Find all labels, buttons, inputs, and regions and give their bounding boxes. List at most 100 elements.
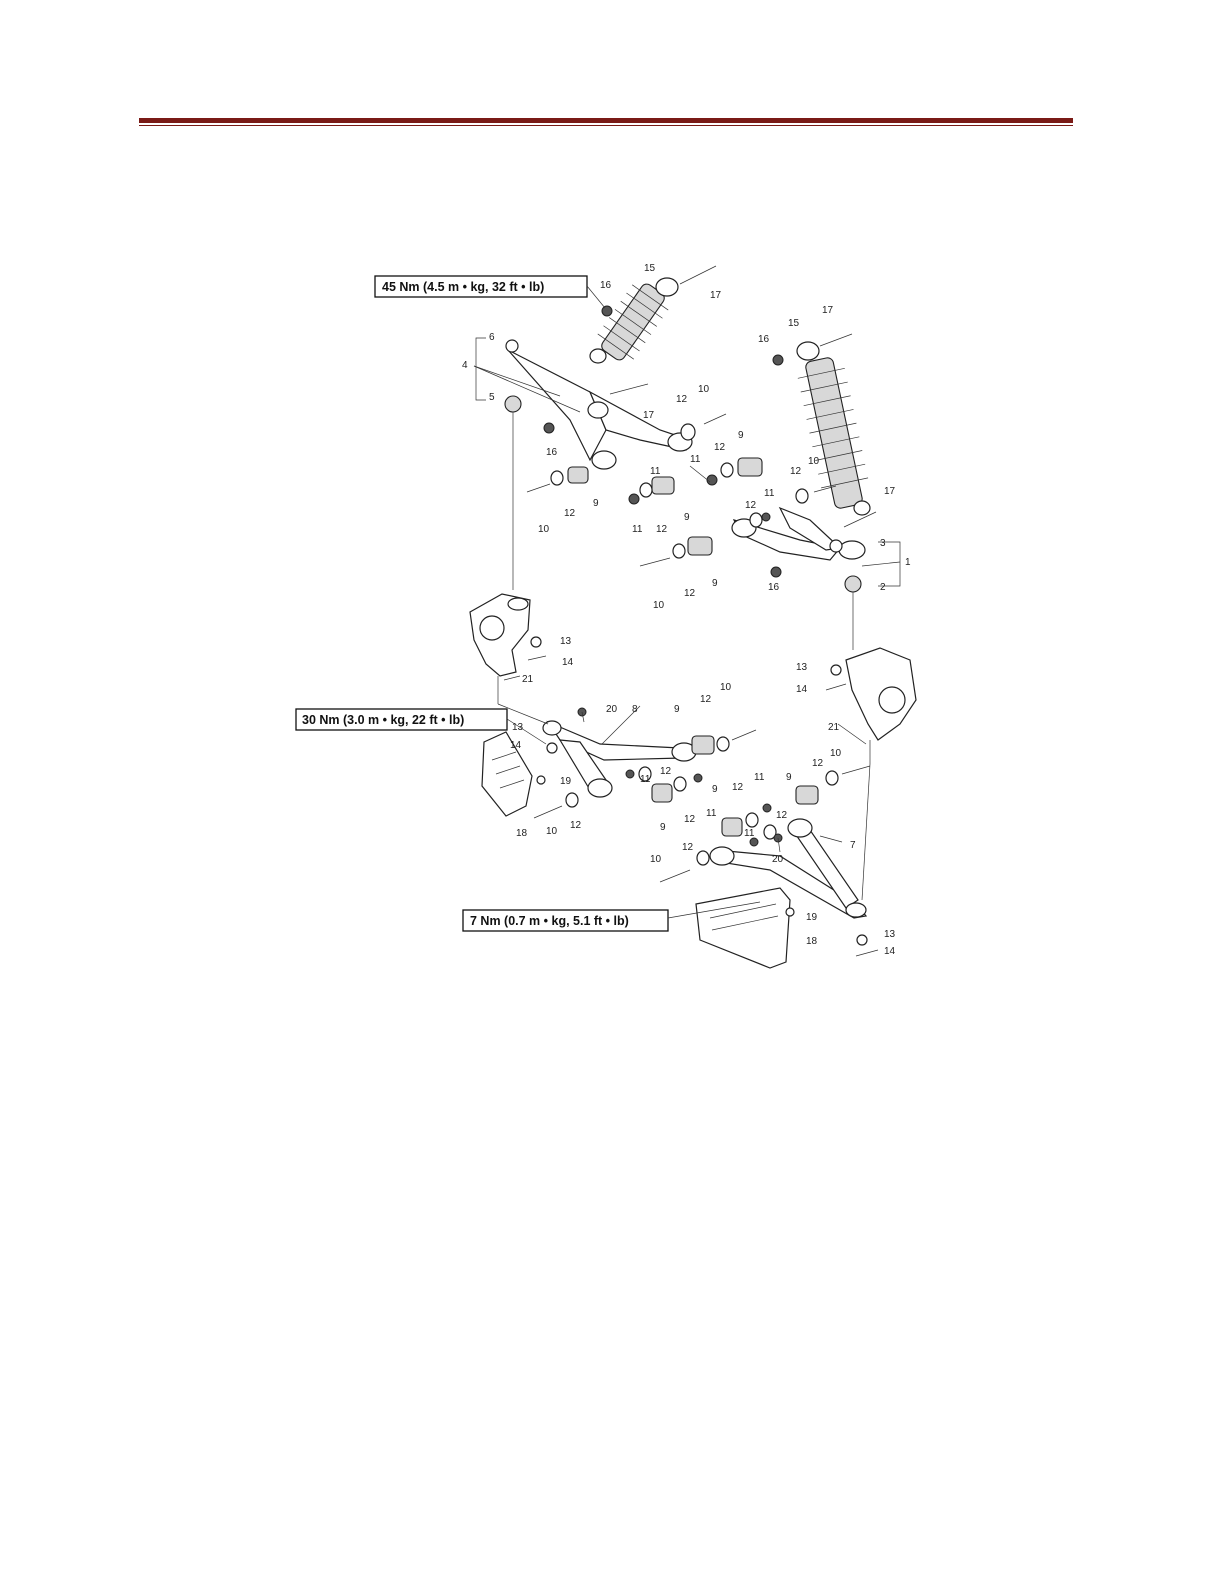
callout-10d: 10 [653,600,665,611]
callout-12h: 12 [700,694,712,705]
callout-10b: 10 [538,524,550,535]
torque-spec-middle: 30 Nm (3.0 m • kg, 22 ft • lb) [296,709,507,730]
callout-13d: 13 [884,929,896,940]
right-shock-absorber [797,342,870,515]
callout-12i: 12 [660,766,672,777]
callout-19a: 19 [560,776,572,787]
callout-13b: 13 [796,662,808,673]
callout-11a: 11 [650,466,661,477]
callout-14b: 14 [796,684,808,695]
callout-11h: 11 [744,828,755,839]
callout-3: 3 [880,538,886,549]
svg-text:30 Nm (3.0 m • kg, 22 ft • lb): 30 Nm (3.0 m • kg, 22 ft • lb) [302,713,464,727]
torque-spec-lower: 7 Nm (0.7 m • kg, 5.1 ft • lb) [463,910,668,931]
right-shock-bolt-17 [820,334,852,346]
callout-16c: 16 [758,334,770,345]
callout-12d: 12 [656,524,668,535]
callout-9h: 9 [786,772,792,783]
callout-10f: 10 [546,826,558,837]
left-upper-ball-joint-5 [505,396,521,430]
callout-11e: 11 [640,774,651,785]
callout-11b: 11 [690,454,701,465]
callout-20b: 20 [772,854,784,865]
left-upper-circlip-6 [506,340,518,352]
callout-17: 17 [710,290,722,301]
callout-11f: 11 [706,808,717,819]
callout-12f: 12 [745,500,757,511]
svg-text:45 Nm (4.5 m • kg, 32 ft • lb): 45 Nm (4.5 m • kg, 32 ft • lb) [382,280,544,294]
left-skid-plate-bolt-19 [537,776,545,784]
svg-text:7 Nm (0.7 m • kg, 5.1 ft • lb): 7 Nm (0.7 m • kg, 5.1 ft • lb) [470,914,629,928]
callout-1: 1 [905,557,911,568]
left-shock-nut-16 [602,306,612,316]
left-upper-a-arm [508,350,692,469]
callout-16d: 16 [768,582,780,593]
callout-12a: 12 [676,394,688,405]
right-upper-circlip-3 [830,540,842,552]
callout-15b: 15 [788,318,800,329]
callout-12o: 12 [682,842,694,853]
callout-12b: 12 [714,442,726,453]
callout-17d: 17 [884,486,896,497]
callout-19b: 19 [806,912,818,923]
callout-6: 6 [489,332,495,343]
callout-11c: 11 [632,524,643,535]
right-shock-nut-16 [773,355,783,365]
callout-9a: 9 [738,430,744,441]
callout-15: 15 [644,263,656,274]
callout-21a: 21 [522,674,534,685]
callout-17b: 17 [643,410,655,421]
right-upper-cotter-pin-14 [826,684,846,690]
callout-12m: 12 [812,758,824,769]
callout-10a: 10 [698,384,710,395]
callout-12l: 12 [732,782,744,793]
right-skid-plate-bolt-19 [786,908,794,916]
callout-12j: 12 [570,820,582,831]
callout-10c: 10 [808,456,820,467]
callout-11d: 11 [764,488,775,499]
right-skid-plate-18 [696,888,790,968]
callout-14a: 14 [562,657,574,668]
callout-16b: 16 [546,447,558,458]
callout-10h: 10 [650,854,662,865]
callout-14c: 14 [510,740,522,751]
callout-18a: 18 [516,828,528,839]
left-steering-knuckle [470,594,530,704]
callout-12e: 12 [790,466,802,477]
callout-9b: 9 [593,498,599,509]
left-skid-plate-18 [482,732,532,816]
callout-17c: 17 [822,305,834,316]
callout-16: 16 [600,280,612,291]
callout-7: 7 [850,840,856,851]
callout-13a: 13 [560,636,572,647]
callout-12g: 12 [684,588,696,599]
callout-5: 5 [489,392,495,403]
callout-12c: 12 [564,508,576,519]
callout-12k: 12 [684,814,696,825]
callout-9g: 9 [712,784,718,795]
right-lower-castle-nut-13 [857,935,867,945]
callout-21b: 21 [828,722,840,733]
left-shock-bolt-17 [680,266,716,284]
torque-spec-upper: 45 Nm (4.5 m • kg, 32 ft • lb) [375,276,587,297]
left-upper-castle-nut-13 [531,637,541,647]
callout-20a: 20 [606,704,618,715]
callout-10e: 10 [720,682,732,693]
callout-2: 2 [880,582,886,593]
callout-9f: 9 [660,822,666,833]
callout-11g: 11 [754,772,765,783]
callout-12n: 12 [776,810,788,821]
left-lower-bushings [534,708,756,818]
right-lower-cotter-pin-14 [856,950,878,956]
callout-13c: 13 [512,722,524,733]
callout-9d: 9 [712,578,718,589]
callout-9e: 9 [674,704,680,715]
callout-9c: 9 [684,512,690,523]
right-steering-knuckle [846,648,916,764]
right-upper-ball-joint-2 [845,576,861,612]
right-lower-ball-joint-21-line [862,764,870,900]
right-upper-castle-nut-13 [831,665,841,675]
callout-10g: 10 [830,748,842,759]
callout-18b: 18 [806,936,818,947]
